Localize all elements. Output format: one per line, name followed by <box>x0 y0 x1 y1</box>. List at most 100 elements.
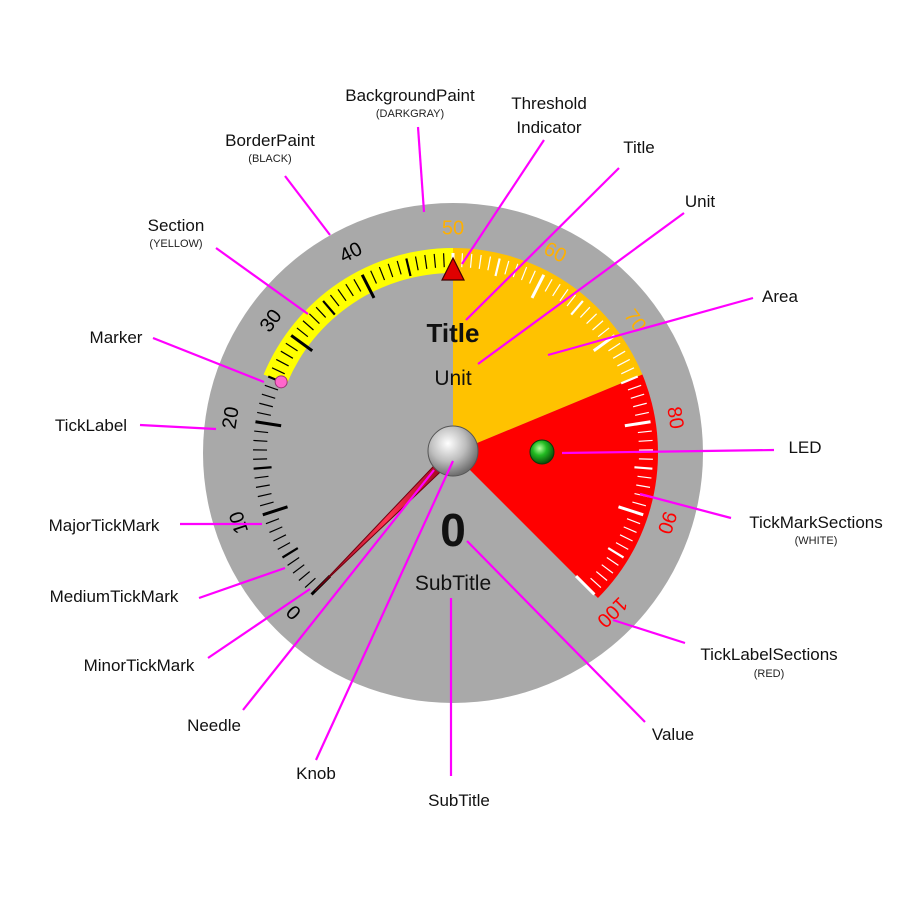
area-orange <box>453 248 643 453</box>
minor-tick-mark <box>621 367 635 375</box>
callout-line-tick-label-sections <box>612 618 686 645</box>
minor-tick-mark <box>296 327 309 338</box>
minor-tick-mark <box>461 253 464 268</box>
area-red <box>453 374 659 598</box>
callout-line-marker <box>152 336 265 384</box>
minor-tick-mark <box>257 411 271 416</box>
major-tick-mark <box>574 574 596 596</box>
minor-tick-mark <box>261 393 276 399</box>
minor-tick-mark <box>633 402 647 408</box>
minor-tick-mark <box>287 557 300 566</box>
major-tick-mark <box>618 505 644 517</box>
tick-label-80: 80 <box>662 405 687 430</box>
minor-tick-mark <box>617 358 631 367</box>
minor-tick-mark <box>566 294 577 307</box>
minor-tick-mark <box>606 557 619 566</box>
minor-tick-mark <box>255 484 270 488</box>
minor-tick-mark <box>592 320 604 331</box>
callout-tick-label: TickLabel <box>55 416 127 435</box>
minor-tick-mark <box>292 564 305 574</box>
knob-icon <box>427 425 479 477</box>
minor-tick-mark <box>623 526 637 533</box>
callout-section: Section <box>148 216 205 235</box>
medium-tick-mark <box>607 547 625 559</box>
medium-tick-mark <box>620 375 639 385</box>
section-yellow <box>263 248 453 385</box>
minor-tick-mark <box>619 534 633 542</box>
callout-labels: BackgroundPaint (DARKGRAY) Threshold Ind… <box>49 86 883 810</box>
gauge-subtitle: SubTitle <box>415 572 491 595</box>
callout-marker: Marker <box>90 328 143 347</box>
minor-tick-mark <box>635 411 649 416</box>
callout-area: Area <box>762 287 798 306</box>
minor-tick-mark <box>528 270 536 284</box>
minor-tick-mark <box>487 256 492 271</box>
callout-line-tick-label <box>139 423 217 431</box>
callout-line-area <box>547 296 754 357</box>
minor-tick-mark <box>552 283 561 297</box>
callout-major-tick: MajorTickMark <box>49 516 160 535</box>
medium-tick-mark <box>322 300 336 316</box>
minor-tick-mark <box>257 492 272 498</box>
minor-tick-mark <box>264 384 279 391</box>
minor-tick-mark <box>302 320 314 331</box>
minor-tick-mark <box>632 501 647 507</box>
minor-tick-mark <box>254 430 269 434</box>
tick-label-50: 50 <box>442 217 464 239</box>
minor-tick-mark <box>370 270 378 284</box>
callout-line-threshold <box>461 139 545 265</box>
minor-tick-mark <box>559 289 569 302</box>
minor-tick-mark <box>329 294 340 307</box>
callout-needle: Needle <box>187 716 241 735</box>
minor-tick-mark <box>626 518 641 525</box>
minor-tick-mark <box>353 278 362 292</box>
callout-knob: Knob <box>296 764 336 783</box>
medium-tick-mark <box>281 547 299 559</box>
gauge-value: 0 <box>440 504 466 556</box>
callout-value: Value <box>652 725 694 744</box>
callout-unit: Unit <box>685 192 716 211</box>
minor-tick-mark <box>433 253 437 268</box>
major-tick-mark <box>262 505 288 517</box>
minor-tick-mark <box>590 577 602 589</box>
medium-tick-mark <box>570 300 584 316</box>
callout-line-value <box>466 540 646 723</box>
callout-background-paint: BackgroundPaint <box>345 86 475 105</box>
minor-tick-mark <box>259 501 274 507</box>
callout-lines <box>139 126 775 776</box>
callout-minor-tick: MinorTickMark <box>84 656 195 675</box>
minor-tick-mark <box>254 475 269 479</box>
minor-tick-mark <box>378 266 386 281</box>
callout-subtitle: SubTitle <box>428 791 490 810</box>
threshold-indicator-icon <box>441 256 465 281</box>
callout-tick-mark-sections: TickMarkSections <box>749 513 883 532</box>
medium-tick-mark <box>634 466 653 470</box>
minor-tick-mark <box>337 289 347 302</box>
callout-line-minor-tick <box>207 588 311 659</box>
callout-line-background-paint <box>416 126 426 213</box>
minor-tick-mark <box>265 518 280 525</box>
minor-tick-mark <box>504 260 510 275</box>
minor-tick-mark <box>469 253 473 268</box>
callout-line-needle <box>242 469 435 711</box>
callout-led: LED <box>788 438 821 457</box>
tick-label-20: 20 <box>218 405 243 430</box>
callout-threshold-line2: Indicator <box>516 118 582 137</box>
minor-tick-mark <box>601 564 614 574</box>
callout-line-title <box>465 167 620 321</box>
callout-tick-label-sections-sub: (RED) <box>754 668 785 680</box>
minor-tick-mark <box>442 253 445 268</box>
minor-tick-mark <box>285 342 298 352</box>
minor-tick-mark <box>259 402 273 408</box>
minor-tick-mark <box>630 393 645 399</box>
minor-tick-mark <box>396 260 402 275</box>
minor-tick-mark <box>280 350 294 359</box>
tick-marks <box>253 253 653 596</box>
minor-tick-mark <box>304 577 316 589</box>
minor-tick-mark <box>520 266 528 281</box>
minor-tick-mark <box>612 350 626 359</box>
callout-line-medium-tick <box>198 566 286 600</box>
minor-tick-mark <box>315 306 327 318</box>
